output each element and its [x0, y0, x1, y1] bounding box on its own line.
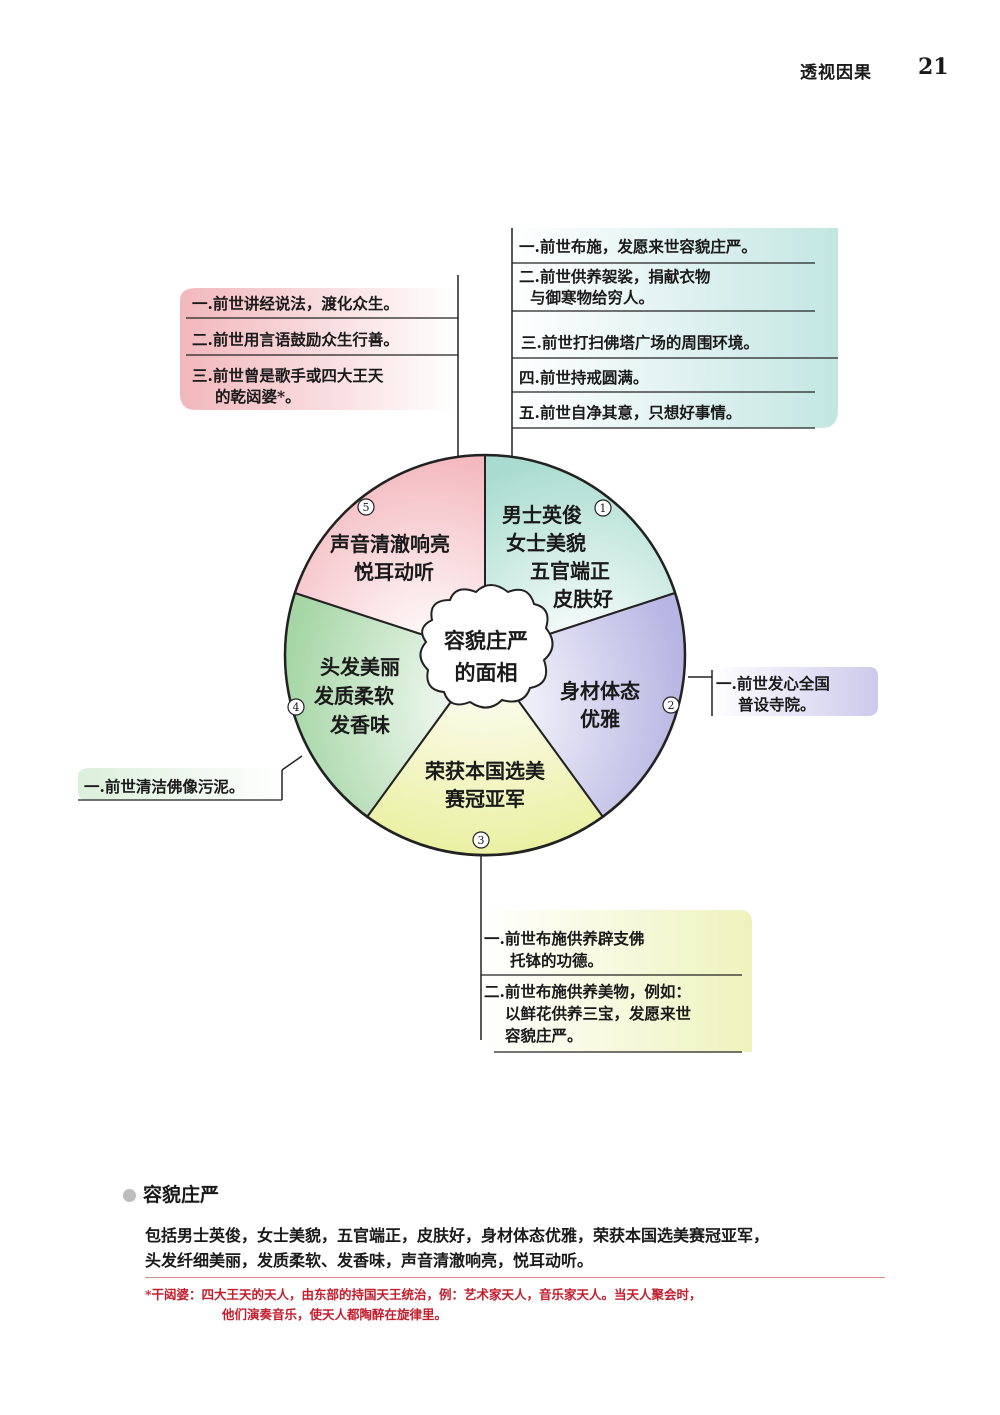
center-cloud [419, 584, 554, 709]
seg3-item-1-line-1: 一.前世布施供养辟支佛 [484, 929, 644, 948]
seg5-item-3-line-2: 的乾闼婆*。 [215, 387, 301, 406]
seg5-number: 5 [357, 498, 375, 516]
seg1-line-3: 五官端正 [530, 559, 610, 583]
center-line-1: 容貌庄严 [444, 628, 528, 653]
callout-box-seg2 [688, 667, 878, 716]
seg4-line-3: 发香味 [329, 713, 390, 737]
seg4-item-1: 一.前世清洁佛像污泥。 [84, 777, 244, 796]
seg2-item-1-line-2: 普设寺院。 [738, 695, 816, 714]
footnote-line-1: *干闼婆：四大王天的天人，由东部的持国天王统治，例：艺术家天人，音乐家天人。当天… [145, 1287, 702, 1302]
center-line-2: 的面相 [455, 660, 518, 685]
svg-text:2: 2 [668, 699, 675, 712]
seg2-line-1: 身材体态 [560, 679, 640, 703]
seg1-line-4: 皮肤好 [553, 587, 613, 611]
svg-text:1: 1 [600, 502, 607, 515]
seg4-line-2: 发质柔软 [313, 684, 394, 708]
callout-box-seg5 [180, 275, 459, 483]
mind-map-diagram: 容貌庄严 的面相 男士英俊 女士美貌 五官端正 皮肤好 身材体态 优雅 荣获本国… [78, 228, 878, 1053]
seg5-item-2: 二.前世用言语鼓励众生行善。 [192, 330, 399, 349]
seg3-item-2-line-2: 以鲜花供养三宝，发愿来世 [505, 1004, 692, 1023]
seg2-line-2: 优雅 [580, 707, 620, 731]
seg5-line-2: 悦耳动听 [354, 560, 434, 584]
seg1-item-4: 四.前世持戒圆满。 [519, 368, 648, 387]
seg1-line-1: 男士英俊 [502, 503, 582, 527]
callout-box-seg4 [78, 755, 303, 801]
svg-text:4: 4 [293, 701, 300, 714]
callout-box-seg1 [511, 228, 838, 456]
seg1-item-3: 三.前世打扫佛塔广场的周围环境。 [521, 333, 759, 352]
seg5-item-3-line-1: 三.前世曾是歌手或四大王天 [192, 366, 384, 385]
body-text-line-1: 包括男士英俊，女士美貌，五官端正，皮肤好，身材体态优雅，荣获本国选美赛冠亚军， [145, 1226, 770, 1245]
seg2-number: 2 [662, 696, 680, 714]
footnote-divider [145, 1277, 885, 1278]
callout-box-seg3 [480, 852, 752, 1053]
seg1-line-2: 女士美貌 [506, 531, 586, 555]
pie-chart [283, 453, 687, 857]
svg-text:5: 5 [363, 501, 370, 514]
seg3-item-1-line-2: 托钵的功德。 [510, 951, 603, 970]
seg3-number: 3 [472, 831, 490, 849]
seg4-line-1: 头发美丽 [320, 655, 400, 679]
seg3-item-2-line-3: 容貌庄严。 [504, 1026, 583, 1045]
seg1-number: 1 [594, 499, 612, 517]
seg4-number: 4 [287, 698, 305, 716]
section-bullet-icon [123, 1189, 136, 1202]
page-number: 21 [918, 54, 949, 80]
seg3-line-2: 赛冠亚军 [444, 787, 525, 811]
body-text-line-2: 头发纤细美丽，发质柔软、发香味，声音清澈响亮，悦耳动听。 [145, 1251, 594, 1270]
seg1-item-2-line-2: 与御寒物给穷人。 [530, 288, 654, 307]
seg1-item-5: 五.前世自净其意，只想好事情。 [519, 403, 741, 422]
seg3-line-1: 荣获本国选美 [424, 759, 546, 783]
svg-text:3: 3 [478, 834, 485, 847]
section-title: 容貌庄严 [143, 1184, 220, 1206]
footnote-line-2: 他们演奏音乐，使天人都陶醉在旋律里。 [222, 1307, 448, 1322]
seg3-item-2-line-1: 二.前世布施供养美物，例如： [484, 982, 691, 1001]
seg1-item-2-line-1: 二.前世供养袈裟，捐献衣物 [519, 267, 711, 286]
seg5-line-1: 声音清澈响亮 [329, 532, 450, 556]
seg1-item-1: 一.前世布施，发愿来世容貌庄严。 [519, 237, 757, 256]
seg5-item-1: 一.前世讲经说法，渡化众生。 [192, 294, 399, 313]
seg2-item-1-line-1: 一.前世发心全国 [716, 674, 830, 693]
header-title: 透视因果 [800, 63, 872, 83]
